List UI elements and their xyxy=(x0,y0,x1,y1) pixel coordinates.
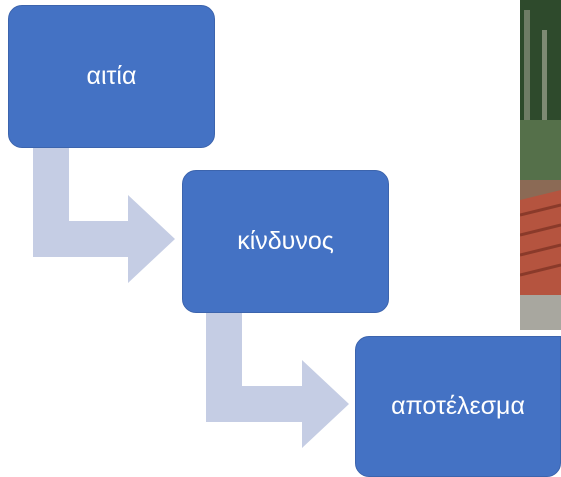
step-box-hazard: κίνδυνος xyxy=(182,170,389,313)
step-label-hazard: κίνδυνος xyxy=(237,227,334,255)
step-label-outcome: αποτέλεσμα xyxy=(391,392,525,420)
arrow-2 xyxy=(206,313,349,448)
arrow-1 xyxy=(33,148,175,283)
step-label-cause: αιτία xyxy=(86,62,137,90)
step-box-outcome: αποτέλεσμα xyxy=(355,336,561,477)
step-box-cause: αιτία xyxy=(8,5,215,148)
background-photo xyxy=(520,0,561,330)
